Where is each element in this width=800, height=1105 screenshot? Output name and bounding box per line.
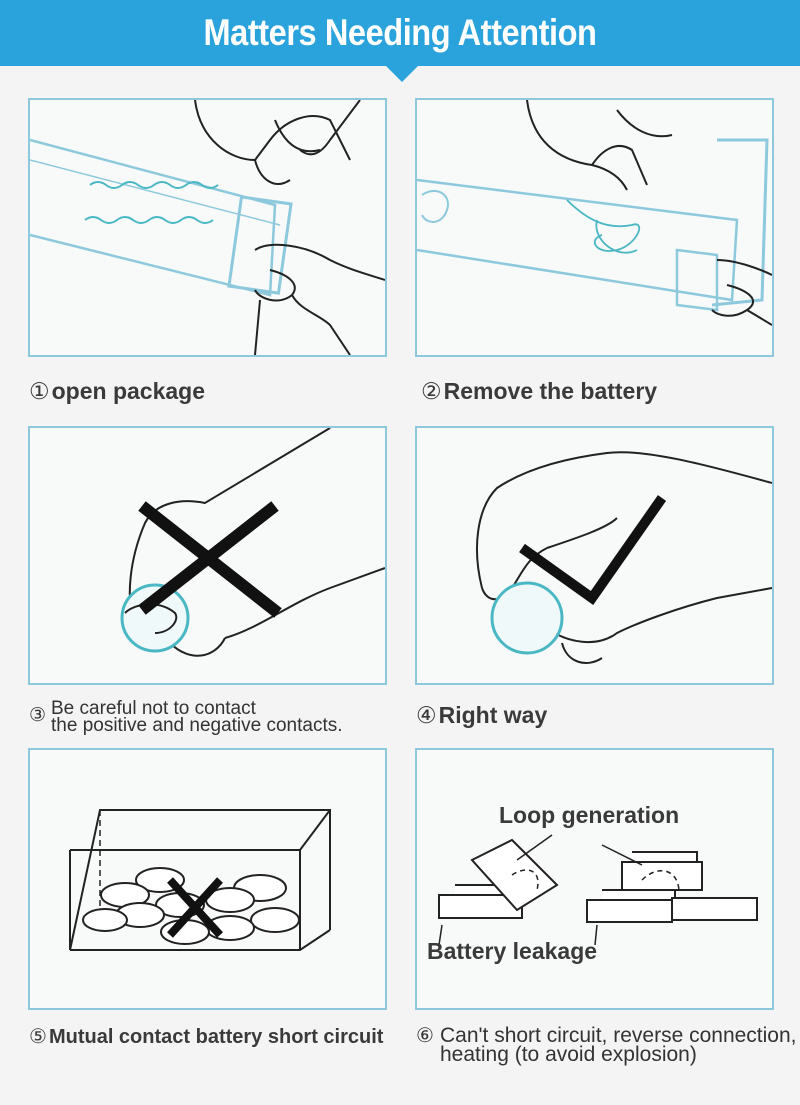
step-3-caption: ③ Be careful not to contact the positive…	[29, 698, 343, 736]
panel-open-package	[28, 98, 387, 357]
wrong-grip-illustration	[120, 428, 385, 657]
panel-loop-leakage: Loop generation Battery leakage	[415, 748, 774, 1010]
step-2-caption: ②Remove the battery	[421, 378, 658, 404]
panel-remove-battery	[415, 98, 774, 357]
battery-box-illustration	[69, 809, 331, 951]
battery-stack-illustration	[438, 834, 758, 946]
loop-generation-label: Loop generation	[499, 802, 680, 828]
step-1-caption: ①open package	[29, 378, 206, 404]
panel-wrong-way	[28, 426, 387, 685]
panel-right-way	[415, 426, 774, 685]
step-3-line-1: Be careful not to contact	[51, 698, 256, 719]
step-3-line-2: the positive and negative contacts.	[51, 715, 343, 736]
step-6-caption: ⑥ Can't short circuit, reverse connectio…	[416, 1024, 797, 1066]
step-6-line-2: heating (to avoid explosion)	[440, 1043, 697, 1066]
remove-battery-illustration	[417, 100, 772, 326]
header-banner	[0, 0, 800, 66]
banner-pointer	[384, 64, 420, 82]
right-grip-illustration	[476, 451, 772, 664]
panel-short-circuit	[28, 748, 387, 1010]
page-title: Matters Needing Attention	[203, 12, 597, 53]
step-4-caption: ④Right way	[416, 702, 548, 728]
open-package-illustration	[30, 100, 385, 355]
battery-leakage-label: Battery leakage	[427, 938, 598, 964]
step-6-line-1: Can't short circuit, reverse connection,	[440, 1024, 797, 1047]
